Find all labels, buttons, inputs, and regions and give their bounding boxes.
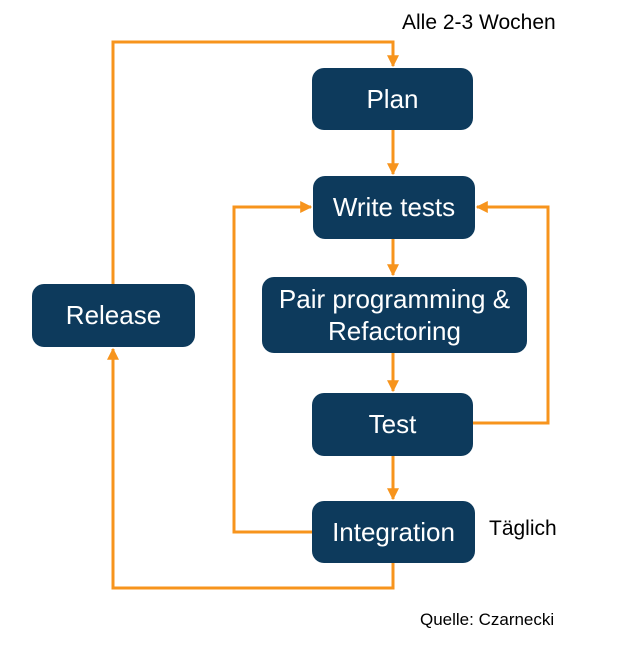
edge-test-to-write-tests-loop bbox=[473, 201, 550, 425]
cycle-interval-label: Alle 2-3 Wochen bbox=[402, 11, 556, 34]
node-pair-programming-refactoring: Pair programming & Refactoring bbox=[262, 277, 527, 353]
node-plan: Plan bbox=[312, 68, 473, 130]
edge-integration-to-write-tests-loop bbox=[232, 201, 313, 534]
node-write-tests: Write tests bbox=[313, 176, 475, 239]
node-plan-label: Plan bbox=[366, 83, 419, 114]
node-release-label: Release bbox=[65, 300, 162, 331]
node-test-label: Test bbox=[368, 409, 417, 440]
node-test: Test bbox=[312, 393, 473, 456]
edge-release-to-plan-loop bbox=[111, 40, 399, 284]
node-integration-label: Integration bbox=[332, 516, 455, 547]
daily-interval-label: Täglich bbox=[489, 517, 557, 540]
node-integration: Integration bbox=[312, 501, 475, 563]
edge-integration-to-release-loop bbox=[107, 347, 395, 590]
source-credit-label: Quelle: Czarnecki bbox=[420, 610, 555, 629]
node-pair-programming-refactoring-label: Pair programming & Refactoring bbox=[278, 283, 511, 347]
node-release: Release bbox=[32, 284, 195, 347]
node-write-tests-label: Write tests bbox=[332, 192, 456, 223]
edge-group bbox=[107, 40, 550, 590]
